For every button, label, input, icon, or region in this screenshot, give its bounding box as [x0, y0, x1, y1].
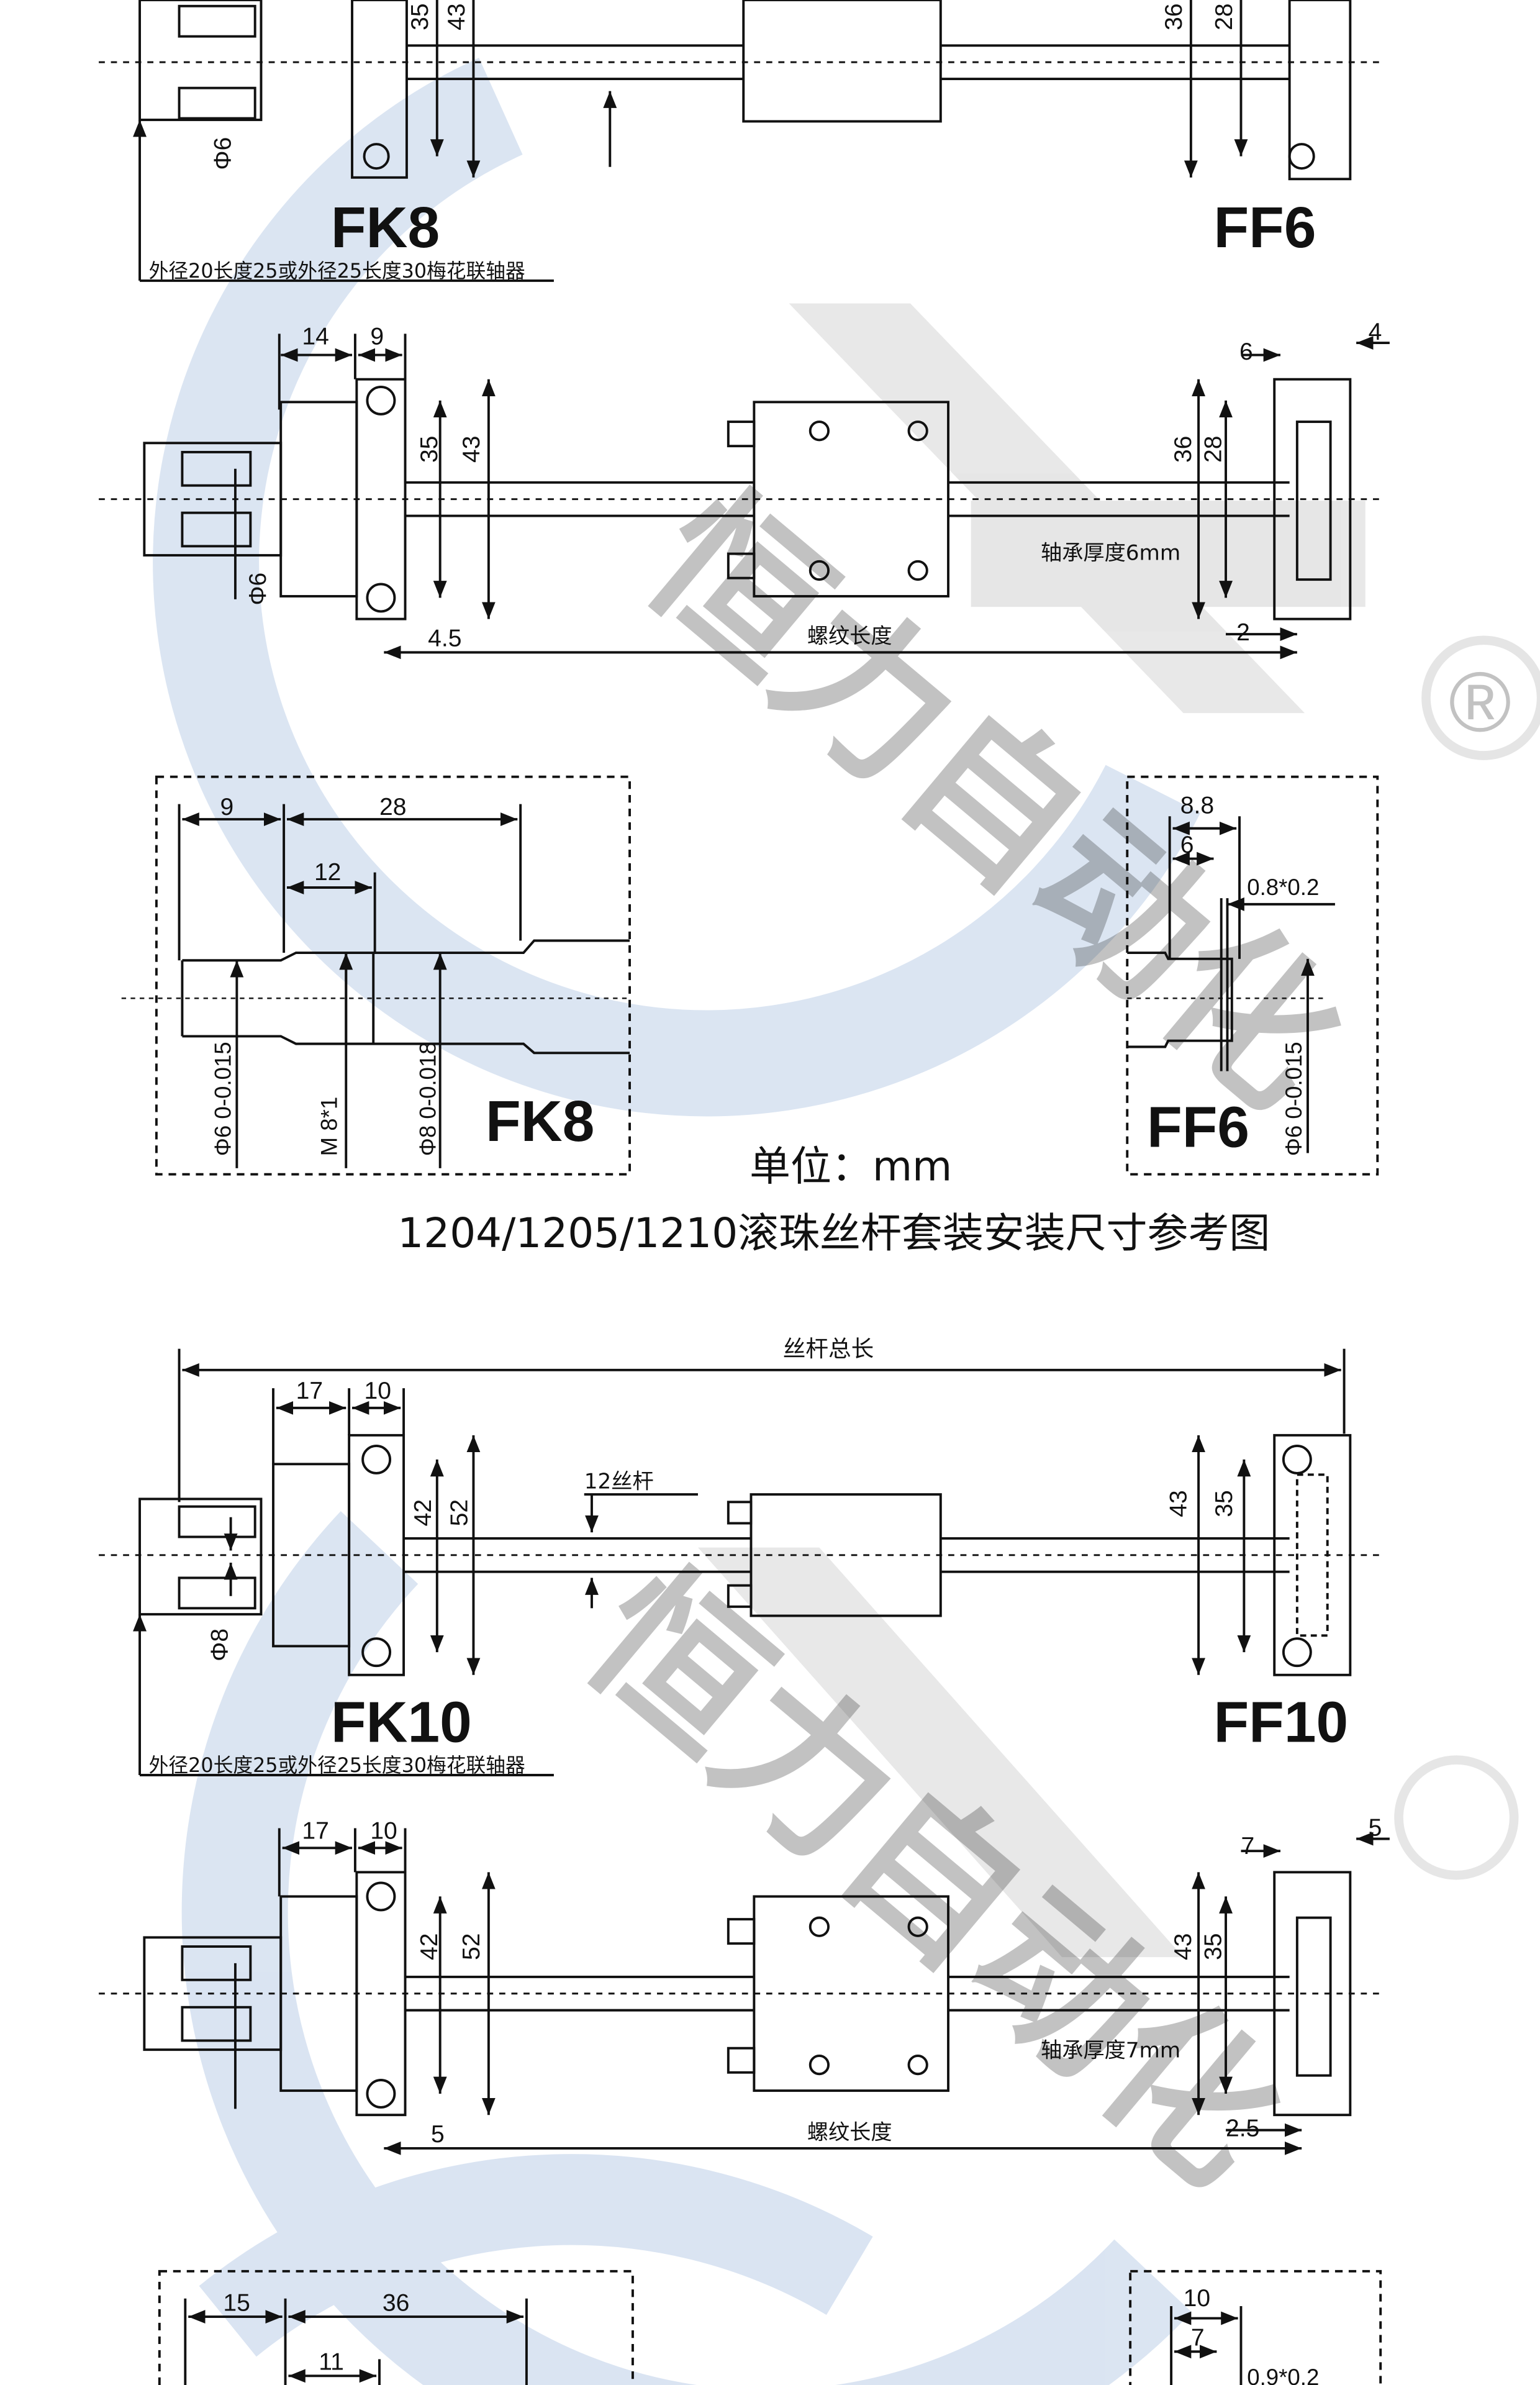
ff6-dim-8-8: 8.8 — [1180, 792, 1214, 819]
dim-10-top: 10 — [365, 1378, 391, 1404]
dim-35-mid: 35 — [416, 436, 443, 463]
dim-7-ff10: 7 — [1241, 1833, 1254, 1860]
dim-phi6-top: Φ6 — [210, 137, 237, 170]
total-length-label: 丝杆总长 — [783, 1335, 874, 1362]
fk10-dim-11: 11 — [319, 2349, 344, 2376]
dim-35-ff10-top: 35 — [1211, 1490, 1238, 1517]
dim-28-mid: 28 — [1200, 436, 1227, 463]
fk8-detail-label: FK8 — [486, 1089, 594, 1153]
fk8-phi8-tol: Φ8 0-0.018 — [415, 1042, 440, 1156]
thread-note-lower: 螺纹长度 — [807, 2120, 892, 2145]
dim-43-ff10-top: 43 — [1166, 1490, 1192, 1517]
dim-28-top: 28 — [1211, 3, 1238, 30]
fk8-dim-28: 28 — [379, 794, 406, 820]
registered-mark-icon: ® — [1394, 635, 1540, 1880]
fk8-shaft-detail — [121, 775, 631, 1176]
dim-6-mid: 6 — [1239, 338, 1253, 365]
fk8-ff6-assembly-mid — [99, 334, 1390, 660]
dim-42-top: 42 — [410, 1499, 437, 1526]
fk8-phi6-tol: Φ6 0-0.015 — [211, 1042, 236, 1156]
dim-35-top: 35 — [407, 3, 433, 30]
ff10-groove: 0.9*0.2 — [1247, 2365, 1319, 2385]
dim-phi6-mid: Φ6 — [245, 573, 271, 606]
ff6-label-top: FF6 — [1214, 195, 1316, 260]
page-title: 1204/1205/1210滚珠丝杆套装安装尺寸参考图 — [397, 1209, 1270, 1257]
ff6-groove: 0.8*0.2 — [1247, 874, 1319, 900]
ff10-dim-10: 10 — [1184, 2285, 1210, 2312]
dim-5-left: 5 — [431, 2121, 445, 2148]
watermark-letters — [697, 303, 1366, 1958]
dim-17-mid: 17 — [302, 1818, 328, 1845]
coupling-note-top: 外径20长度25或外径25长度30梅花联轴器 — [149, 260, 525, 283]
fk8-label-top: FK8 — [331, 195, 440, 260]
ff10-dim-7: 7 — [1191, 2324, 1205, 2351]
fk10-ff10-assembly-mid — [99, 1828, 1390, 2155]
fk10-shaft-detail — [158, 2269, 634, 2385]
coupling-note-lower: 外径20长度25或外径25长度30梅花联轴器 — [149, 1755, 525, 1777]
svg-text:®: ® — [1449, 654, 1511, 749]
dim-10-mid: 10 — [370, 1818, 397, 1845]
watermark — [153, 58, 1200, 2385]
dim-42-mid: 42 — [416, 1933, 443, 1960]
dim-43-top: 43 — [443, 3, 470, 30]
fk8-ff6-assembly-top — [99, 0, 1381, 282]
dim-43-ff10-mid: 43 — [1170, 1933, 1197, 1960]
bearing-note-6mm: 轴承厚度6mm — [1041, 540, 1180, 565]
dim-2-mid: 2 — [1236, 619, 1250, 646]
ff6-dim-6: 6 — [1180, 832, 1194, 858]
dim-52-mid: 52 — [458, 1933, 485, 1960]
fk10-dim-36: 36 — [383, 2289, 409, 2316]
dim-17-top: 17 — [296, 1378, 323, 1404]
fk8-dim-9: 9 — [220, 794, 234, 820]
dim-4-5: 4.5 — [428, 625, 461, 652]
dim-36-mid: 36 — [1170, 436, 1197, 463]
fk8-m8-thread: M 8*1 — [317, 1097, 342, 1156]
unit-label: 单位：mm — [750, 1142, 952, 1190]
fk10-dim-15: 15 — [223, 2289, 250, 2316]
ff10-shaft-detail — [1129, 2269, 1382, 2385]
ff10-label: FF10 — [1214, 1689, 1349, 1754]
dim-2-5: 2.5 — [1226, 2115, 1259, 2142]
dim-9: 9 — [370, 324, 384, 350]
fk8-dim-12: 12 — [314, 859, 341, 886]
screw-12-label: 12丝杆 — [584, 1469, 654, 1494]
thread-note-mid: 螺纹长度 — [807, 624, 892, 649]
dim-4-mid: 4 — [1369, 319, 1382, 345]
dim-36-top: 36 — [1161, 3, 1187, 30]
fk10-ff10-assembly-top — [99, 1348, 1381, 1776]
dim-52-top: 52 — [446, 1499, 473, 1526]
dim-43-mid: 43 — [458, 436, 485, 463]
bearing-note-7mm: 轴承厚度7mm — [1041, 2038, 1180, 2063]
dim-14: 14 — [302, 324, 328, 350]
fk10-label: FK10 — [331, 1689, 472, 1754]
dim-5-ff10: 5 — [1369, 1815, 1382, 1842]
dim-phi8: Φ8 — [207, 1629, 233, 1661]
ff6-detail-label: FF6 — [1147, 1095, 1249, 1160]
ff6-shaft-detail — [1126, 775, 1379, 1176]
dim-35-ff10-mid: 35 — [1200, 1933, 1227, 1960]
ff6-phi6-tol: Φ6 0-0.015 — [1281, 1042, 1307, 1156]
